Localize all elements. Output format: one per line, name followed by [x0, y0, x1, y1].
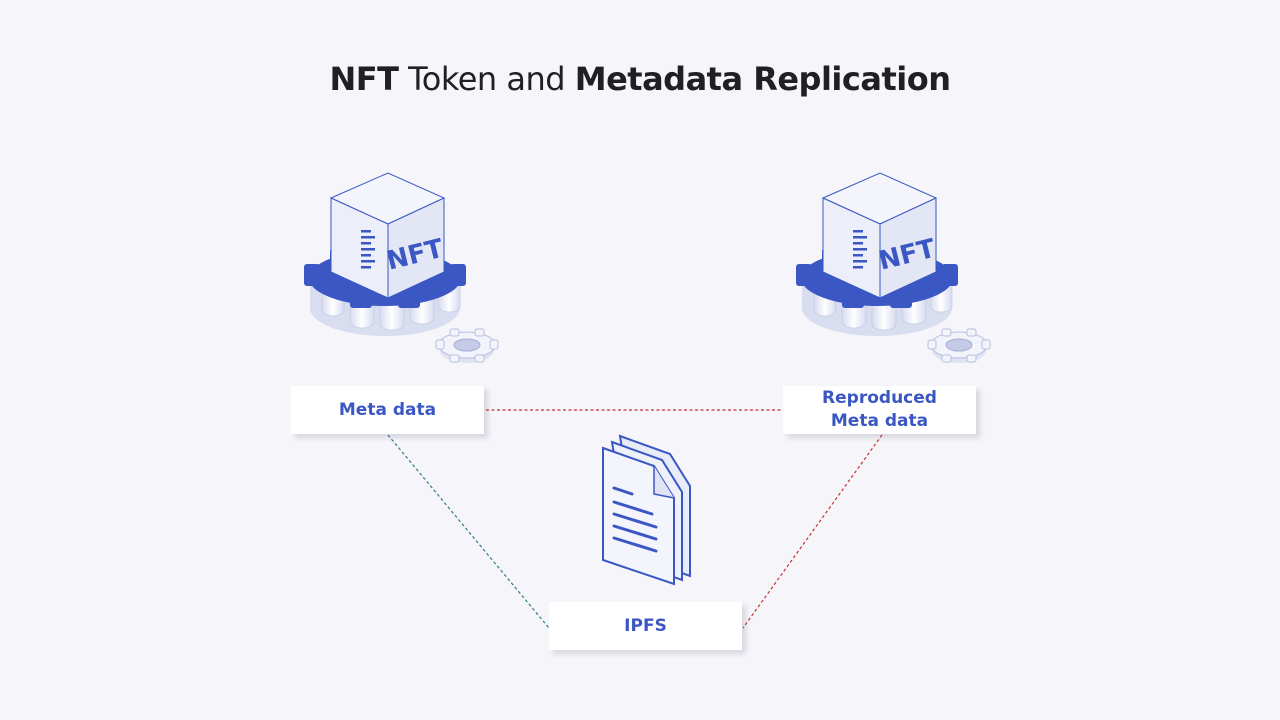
ipfs-label: IPFS [624, 615, 667, 638]
reproduced-meta-data-node: Reproduced Meta data [783, 386, 976, 434]
connector-meta-ipfs [388, 435, 549, 628]
reproduced-label-line1: Reproduced [822, 387, 937, 410]
nft-cube-gear-icon: NFT [300, 168, 505, 378]
meta-data-node: Meta data [291, 386, 484, 434]
reproduced-label-line2: Meta data [822, 410, 937, 433]
ipfs-node: IPFS [549, 602, 742, 650]
nft-cube-gear-icon: NFT [792, 168, 997, 378]
connector-reproduced-ipfs [743, 435, 882, 628]
document-stack-icon [598, 430, 698, 590]
meta-data-label: Meta data [339, 399, 436, 422]
